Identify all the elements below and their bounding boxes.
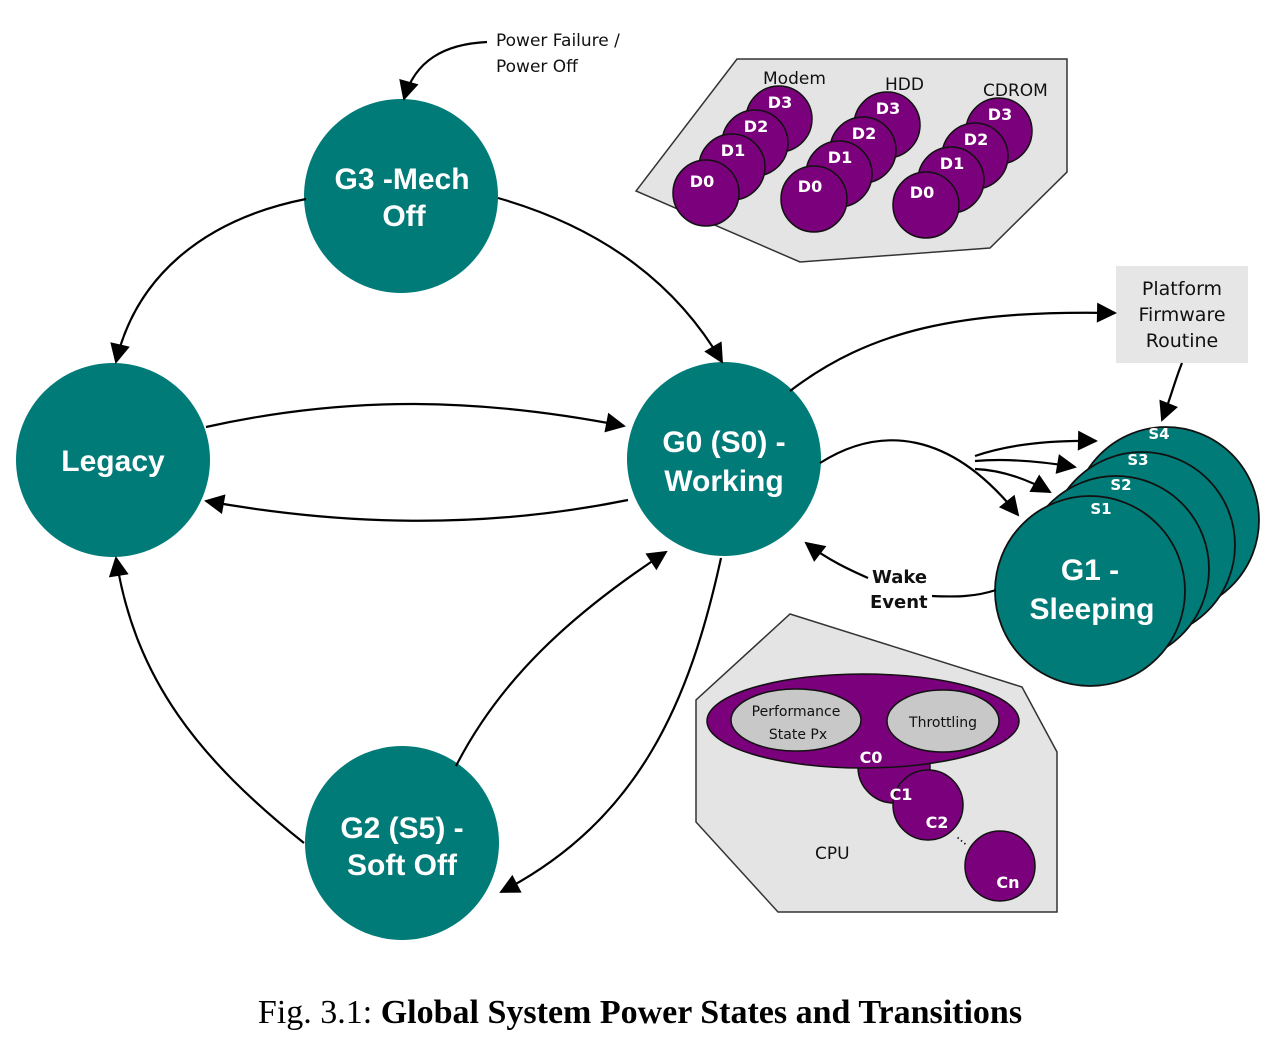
edge-firmware-to-s4: [1159, 362, 1184, 422]
edge-g0-to-g1-s4: [974, 430, 1098, 458]
firmware-line-2: Firmware: [1138, 304, 1225, 326]
edge-g0-to-g2: [499, 557, 723, 893]
g3-label-line1: G3 -Mech: [334, 163, 469, 196]
wake-event-label-1: Wake: [872, 567, 927, 588]
edge-g0-to-g1-s1: [819, 439, 1020, 517]
s1-label: S1: [1090, 500, 1111, 518]
firmware-box-background: [1116, 266, 1248, 363]
edge-power-failure-to-g3: [399, 40, 488, 101]
g1-label-line1: G1 -: [1061, 554, 1119, 587]
device-group-hdd: HDD D3 D2 D1 D0: [780, 75, 924, 233]
edge-g2-to-g0: [455, 550, 668, 767]
device-state-label: D3: [768, 93, 792, 112]
edge-legacy-to-g0: [205, 402, 626, 433]
throttling-ellipse: [886, 689, 1000, 753]
s2-label: S2: [1110, 476, 1131, 494]
g1-label-line2: Sleeping: [1029, 593, 1154, 626]
edge-g3-to-g0: [497, 196, 724, 364]
power-failure-label-1: Power Failure /: [496, 31, 620, 51]
c2-label: C2: [926, 813, 949, 832]
cstate-c2: [892, 769, 964, 841]
edge-g0-to-g1-s3: [974, 454, 1077, 474]
g2-soft-off-state: G2 (S5) - Soft Off: [305, 746, 499, 940]
cstate-cn: [964, 830, 1036, 902]
legacy-circle: [16, 363, 210, 557]
device-state-label: D1: [940, 154, 964, 173]
caption-title: Global System Power States and Transitio…: [380, 994, 1023, 1031]
edge-g0-to-legacy: [204, 494, 629, 522]
figure-caption: Fig. 3.1: Global System Power States and…: [0, 994, 1280, 1032]
g0-label-line1: G0 (S0) -: [662, 426, 785, 459]
device-states-panel: Modem D3 D2 D1 D0 HDD D3 D2 D1 D0 CDROM: [634, 58, 1068, 263]
g0-working-state: G0 (S0) - Working: [627, 362, 821, 556]
g3-label-line2: Off: [382, 200, 426, 233]
legacy-state: Legacy: [16, 363, 210, 557]
performance-label-2: State Px: [769, 727, 827, 743]
edge-g1-wake-to-g0: [931, 588, 997, 598]
s3-label: S3: [1127, 451, 1148, 469]
device-state-label: D3: [988, 105, 1012, 124]
edge-g2-to-legacy: [108, 556, 305, 844]
edge-g0-to-g1-s2: [974, 467, 1052, 493]
edge-g0-to-firmware: [789, 302, 1117, 392]
cpu-states-panel: Performance State Px Throttling C0 C1 C2…: [695, 613, 1058, 913]
g3-circle: [304, 99, 498, 293]
g3-mech-off-state: G3 -Mech Off: [304, 99, 498, 293]
device-group-modem: Modem D3 D2 D1 D0: [672, 69, 826, 227]
c0-label: C0: [860, 748, 883, 767]
device-state-label: D0: [798, 177, 822, 196]
wake-event-label-2: Event: [870, 592, 928, 613]
device-state-label: D2: [744, 117, 768, 136]
device-state-label: D1: [828, 148, 852, 167]
cpu-label: CPU: [815, 844, 850, 864]
legacy-label: Legacy: [61, 445, 165, 478]
power-failure-label-2: Power Off: [496, 57, 579, 77]
s4-label: S4: [1148, 425, 1169, 443]
device-state-d0: [780, 165, 848, 233]
device-state-label: D0: [910, 183, 934, 202]
platform-firmware-box: Platform Firmware Routine: [1116, 266, 1248, 363]
g1-sleeping-state: S4 S3 S2 S1 G1 - Sleeping: [994, 425, 1260, 687]
device-state-label: D1: [721, 141, 745, 160]
g2-label-line2: Soft Off: [347, 849, 458, 882]
device-state-label: D2: [964, 130, 988, 149]
device-state-d0: [892, 171, 960, 239]
performance-state-ellipse: [730, 688, 862, 752]
performance-label-1: Performance: [752, 704, 841, 720]
g0-label-line2: Working: [664, 465, 783, 498]
device-state-label: D3: [876, 99, 900, 118]
device-name-modem: Modem: [763, 69, 826, 89]
g0-circle: [627, 362, 821, 556]
cn-label: Cn: [996, 873, 1019, 892]
device-state-label: D0: [690, 172, 714, 191]
caption-prefix: Fig. 3.1:: [257, 994, 381, 1031]
transitions: [108, 40, 1184, 893]
sleep-state-s1: [994, 495, 1186, 687]
device-group-cdrom: CDROM D3 D2 D1 D0: [892, 81, 1048, 239]
edge-wake-event-to-g0: [804, 541, 869, 580]
g2-label-line1: G2 (S5) -: [340, 812, 463, 845]
firmware-line-1: Platform: [1142, 278, 1222, 300]
firmware-line-3: Routine: [1146, 330, 1218, 352]
g2-circle: [305, 746, 499, 940]
device-state-label: D2: [852, 124, 876, 143]
c1-label: C1: [890, 785, 913, 804]
edge-g3-to-legacy: [110, 197, 307, 364]
device-name-hdd: HDD: [885, 75, 924, 95]
device-state-d0: [672, 159, 740, 227]
throttling-label: Throttling: [908, 715, 977, 731]
device-name-cdrom: CDROM: [983, 81, 1048, 101]
